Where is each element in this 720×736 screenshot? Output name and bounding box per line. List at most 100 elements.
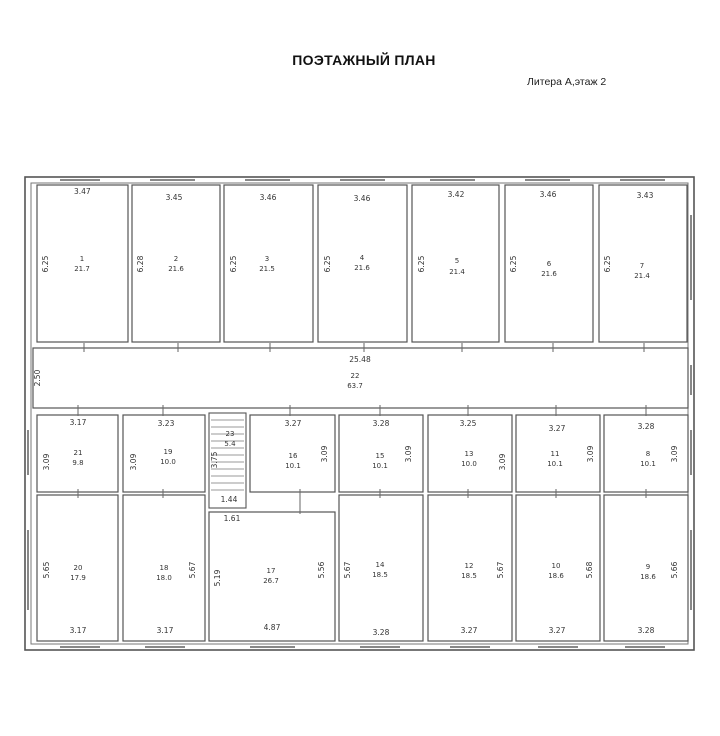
room-19-number: 19 — [164, 448, 173, 456]
top-row — [36, 184, 688, 343]
room-14-area: 18.5 — [372, 571, 388, 579]
room-6-area: 21.6 — [541, 270, 557, 278]
room-19-area: 10.0 — [160, 458, 176, 466]
room-7-area: 21.4 — [634, 272, 650, 280]
room-10-area: 18.6 — [548, 572, 564, 580]
room-23-side-dim: 3.75 — [210, 451, 219, 468]
room-5-side-dim: 6.25 — [417, 255, 426, 272]
room-7-top-dim: 3.43 — [637, 191, 654, 200]
room-5-number: 5 — [455, 257, 459, 265]
room-17-top-dim: 1.61 — [224, 514, 241, 523]
outer-wall-inner — [30, 182, 689, 645]
room-4-side-dim: 6.25 — [323, 255, 332, 272]
room-21-side-dim: 3.09 — [42, 453, 51, 470]
room-10-bottom-dim: 3.27 — [549, 626, 566, 635]
room-13-area: 10.0 — [461, 460, 477, 468]
room-15-side-dim: 3.09 — [404, 445, 413, 462]
room-17-right-dim: 5.56 — [317, 561, 326, 578]
room-15-area: 10.1 — [372, 462, 388, 470]
room-5-top-dim: 3.42 — [448, 190, 465, 199]
room-1-side-dim: 6.25 — [41, 255, 50, 272]
room-23-bottom-dim: 1.44 — [221, 495, 238, 504]
room-4-top-dim: 3.46 — [354, 194, 371, 203]
room-16-number: 16 — [289, 452, 298, 460]
room-6-number: 6 — [547, 260, 552, 268]
room-18-area: 18.0 — [156, 574, 172, 582]
door-ticks — [77, 343, 647, 514]
room-16-top-dim: 3.27 — [285, 419, 302, 428]
room-3-side-dim: 6.25 — [229, 255, 238, 272]
plan-title: ПОЭТАЖНЫЙ ПЛАН — [292, 52, 436, 68]
plan-subtitle: Литера А,этаж 2 — [527, 76, 607, 88]
room-23-number: 23 — [226, 430, 235, 438]
room-11-top-dim: 3.27 — [549, 424, 566, 433]
room-17-left-dim: 5.19 — [213, 569, 222, 586]
room-21-top-dim: 3.17 — [70, 418, 87, 427]
room-20-number: 20 — [74, 564, 83, 572]
room-22-area: 63.7 — [347, 382, 363, 390]
room-14-bottom-dim: 3.28 — [373, 628, 390, 637]
outer-wall — [24, 176, 695, 651]
room-16-side-dim: 3.09 — [320, 445, 329, 462]
room-17-bottom-dim: 4.87 — [264, 623, 281, 632]
room-12-area: 18.5 — [461, 572, 477, 580]
room-3-number: 3 — [265, 255, 269, 263]
room-8-number: 8 — [646, 450, 650, 458]
room-3-area: 21.5 — [259, 265, 275, 273]
room-19-top-dim: 3.23 — [158, 419, 175, 428]
room-22-width-dim: 2.50 — [33, 369, 42, 386]
room-1-area: 21.7 — [74, 265, 90, 273]
room-2-top-dim: 3.45 — [166, 193, 183, 202]
room-9-bottom-dim: 3.28 — [638, 626, 655, 635]
room-12-side-dim: 5.67 — [496, 561, 505, 578]
room-22-length-dim: 25.48 — [349, 355, 371, 364]
room-12-bottom-dim: 3.27 — [461, 626, 478, 635]
room-11-side-dim: 3.09 — [586, 445, 595, 462]
room-9-side-dim: 5.66 — [670, 561, 679, 578]
room-18-bottom-dim: 3.17 — [157, 626, 174, 635]
room-19-side-dim: 3.09 — [129, 453, 138, 470]
room-20-area: 17.9 — [70, 574, 86, 582]
room-2-number: 2 — [174, 255, 178, 263]
room-20-bottom-dim: 3.17 — [70, 626, 87, 635]
room-7-side-dim: 6.25 — [603, 255, 612, 272]
room-16-area: 10.1 — [285, 462, 301, 470]
room-23-area: 5.4 — [224, 440, 236, 448]
room-8-side-dim: 3.09 — [670, 445, 679, 462]
room-9-area: 18.6 — [640, 573, 656, 581]
room-6-side-dim: 6.25 — [509, 255, 518, 272]
room-2-area: 21.6 — [168, 265, 184, 273]
room-18-side-dim: 5.67 — [188, 561, 197, 578]
room-13-number: 13 — [465, 450, 474, 458]
room-13-side-dim: 3.09 — [498, 453, 507, 470]
room-10-side-dim: 5.68 — [585, 561, 594, 578]
room-11-area: 10.1 — [547, 460, 563, 468]
room-1-number: 1 — [80, 255, 84, 263]
room-4-number: 4 — [360, 254, 365, 262]
room-7-number: 7 — [640, 262, 644, 270]
room-15-number: 15 — [376, 452, 385, 460]
room-13-top-dim: 3.25 — [460, 419, 477, 428]
room-3-top-dim: 3.46 — [260, 193, 277, 202]
room-6-top-dim: 3.46 — [540, 190, 557, 199]
stair-23 — [208, 412, 247, 509]
room-20-side-dim: 5.65 — [42, 561, 51, 578]
room-9-number: 9 — [646, 563, 650, 571]
room-15-top-dim: 3.28 — [373, 419, 390, 428]
room-10-number: 10 — [552, 562, 561, 570]
room-18-number: 18 — [160, 564, 169, 572]
room-4-area: 21.6 — [354, 264, 370, 272]
room-21-number: 21 — [74, 449, 83, 457]
room-14-number: 14 — [376, 561, 385, 569]
room-17-number: 17 — [267, 567, 276, 575]
room-2-side-dim: 6.28 — [136, 255, 145, 272]
window-marks — [27, 179, 692, 648]
room-14-side-dim: 5.67 — [343, 561, 352, 578]
room-17-area: 26.7 — [263, 577, 279, 585]
room-8-top-dim: 3.28 — [638, 422, 655, 431]
room-12-number: 12 — [465, 562, 474, 570]
room-22-number: 22 — [351, 372, 360, 380]
room-11-number: 11 — [551, 450, 560, 458]
corridor-22 — [32, 347, 689, 409]
